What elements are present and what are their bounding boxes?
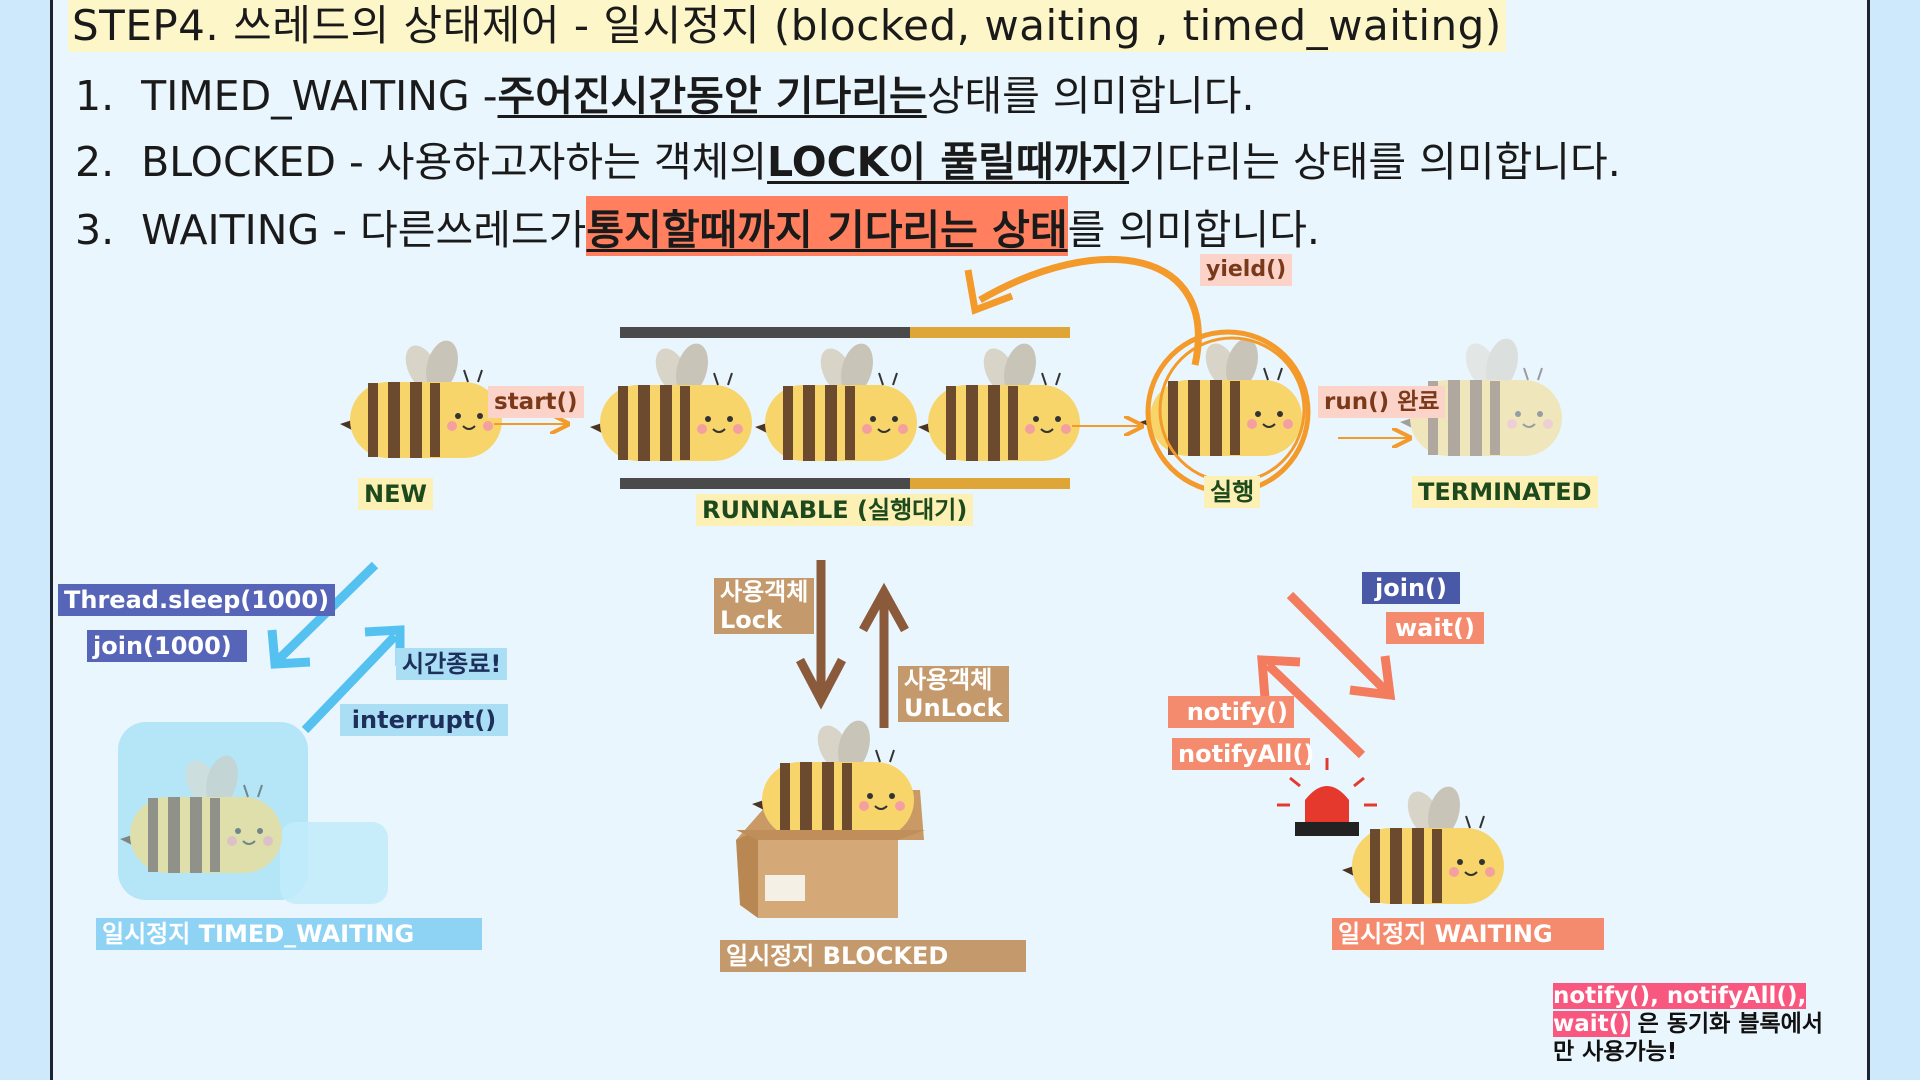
wait-label: wait() xyxy=(1386,612,1484,644)
start-label: start() xyxy=(488,386,584,418)
state-runnable-label: RUNNABLE (실행대기) xyxy=(696,494,974,526)
sync-block-note: notify(), notifyAll(), wait() 은 동기화 블록에서… xyxy=(1553,983,1823,1065)
join1000-label: join(1000) xyxy=(87,630,247,662)
waiting-arrows xyxy=(1257,591,1396,759)
unlock-label: 사용객체 UnLock xyxy=(898,666,1009,722)
running-bee-icon xyxy=(1139,329,1311,495)
slide-title: STEP4. 쓰레드의 상태제어 - 일시정지 (blocked, waitin… xyxy=(68,0,1506,52)
box-bee-icon xyxy=(736,716,925,918)
siren-icon xyxy=(1277,758,1377,836)
definition-waiting: 3. WAITING - 다른쓰레드가 통지할때까지 기다리는 상태를 의미합니… xyxy=(75,196,1320,256)
state-running-label: 실행 xyxy=(1204,476,1261,508)
state-waiting-label: 일시정지 WAITING xyxy=(1332,918,1604,950)
yield-label: yield() xyxy=(1200,254,1293,286)
notify-all-label: notifyAll() xyxy=(1172,738,1314,770)
state-terminated-label: TERMINATED xyxy=(1412,476,1598,508)
join-label: join() xyxy=(1362,572,1460,604)
run-done-label: run() 완료 xyxy=(1318,386,1446,418)
notify-label: notify() xyxy=(1168,696,1294,728)
blocked-arrows xyxy=(796,560,909,728)
state-timed-waiting-label: 일시정지 TIMED_WAITING xyxy=(96,918,482,950)
new-bee-icon xyxy=(339,336,503,459)
interrupt-label: interrupt() xyxy=(340,704,508,736)
lock-label: 사용객체 Lock xyxy=(714,578,815,634)
definition-blocked: 2. BLOCKED - 사용하고자하는 객체의 LOCK이 풀릴때까지 기다리… xyxy=(75,138,1621,186)
time-over-label: 시간종료! xyxy=(396,648,508,680)
waiting-bee-icon xyxy=(1341,782,1505,905)
state-blocked-label: 일시정지 BLOCKED xyxy=(720,940,1026,972)
yield-arrow xyxy=(978,256,1202,366)
ice-bee-icon xyxy=(118,722,388,904)
sleep-label: Thread.sleep(1000) xyxy=(58,584,336,616)
definition-timed-waiting: 1. TIMED_WAITING - 주어진시간동안 기다리는 상태를 의미합니… xyxy=(75,72,1255,120)
runnable-queue xyxy=(589,327,1081,489)
state-new-label: NEW xyxy=(358,478,433,510)
